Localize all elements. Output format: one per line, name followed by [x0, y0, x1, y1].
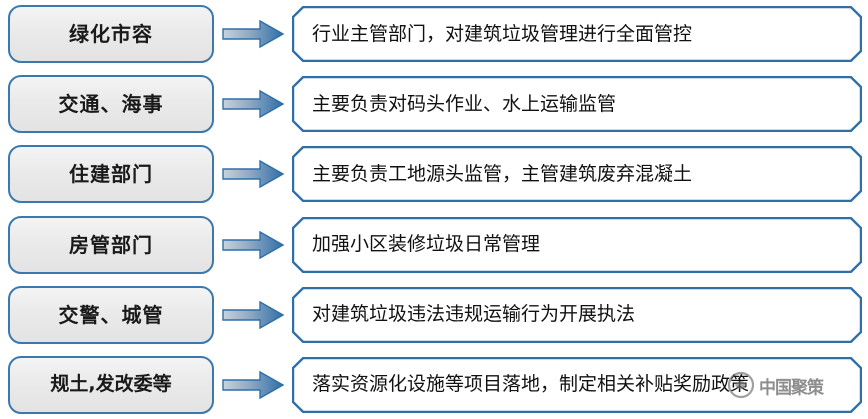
arrow-cell: [214, 159, 292, 189]
right-arrow-icon: [222, 19, 284, 49]
right-arrow-icon: [222, 89, 284, 119]
responsibility-label: 主要负责工地源头监管，主管建筑废弃混凝土: [312, 162, 693, 185]
department-box: 交警、城管: [8, 285, 214, 344]
right-arrow-icon: [222, 370, 284, 400]
arrow-cell: [214, 89, 292, 119]
responsibility-box: 主要负责对码头作业、水上运输监管: [292, 76, 862, 132]
chamfered-box-shape: [292, 217, 862, 273]
responsibility-box: 对建筑垃圾违法违规运输行为开展执法: [292, 287, 862, 343]
responsibility-label: 行业主管部门，对建筑垃圾管理进行全面管控: [312, 22, 693, 45]
responsibility-box: 落实资源化设施等项目落地，制定相关补贴奖励政策: [292, 357, 862, 413]
chamfered-box-shape: [292, 287, 862, 343]
diagram-row: 交通、海事 主要负责对码头作业、水上运输监管: [8, 74, 862, 134]
department-box: 规土,发改委等: [8, 355, 214, 414]
department-label: 房管部门: [69, 232, 153, 257]
responsibility-label: 主要负责对码头作业、水上运输监管: [312, 92, 617, 115]
diagram-row: 房管部门 加强小区装修垃圾日常管理: [8, 215, 862, 275]
department-label: 住建部门: [69, 162, 153, 187]
arrow-cell: [214, 370, 292, 400]
diagram-row: 规土,发改委等 落实资源化设施等项目落地，制定相关补贴奖励政策: [8, 355, 862, 415]
department-box: 房管部门: [8, 215, 214, 274]
responsibility-label: 加强小区装修垃圾日常管理: [312, 233, 541, 256]
responsibility-box: 主要负责工地源头监管，主管建筑废弃混凝土: [292, 146, 862, 202]
department-box: 绿化市容: [8, 5, 214, 63]
right-arrow-icon: [222, 300, 284, 329]
department-label: 规土,发改委等: [50, 373, 172, 396]
department-label: 交警、城管: [58, 302, 164, 327]
chamfered-box-shape: [292, 146, 862, 202]
diagram-row: 绿化市容 行业主管部门，对建筑垃圾管理进行全面管控: [8, 4, 862, 64]
department-label: 交通、海事: [58, 92, 164, 117]
department-box: 住建部门: [8, 145, 214, 204]
arrow-cell: [214, 300, 292, 330]
diagram-row: 交警、城管 对建筑垃圾违法违规运输行为开展执法: [8, 285, 862, 345]
responsibility-label: 落实资源化设施等项目落地，制定相关补贴奖励政策: [312, 373, 750, 396]
right-arrow-icon: [222, 160, 284, 189]
department-box: 交通、海事: [8, 75, 214, 134]
chamfered-box-shape: [292, 76, 862, 132]
responsibility-box: 加强小区装修垃圾日常管理: [292, 217, 862, 273]
chamfered-box-shape: [292, 6, 862, 62]
right-arrow-icon: [222, 230, 284, 259]
arrow-cell: [214, 19, 292, 49]
chamfered-box-shape: [292, 357, 862, 413]
responsibility-box: 行业主管部门，对建筑垃圾管理进行全面管控: [292, 6, 862, 62]
arrow-cell: [214, 230, 292, 260]
department-label: 绿化市容: [69, 22, 153, 46]
diagram-row: 住建部门 主要负责工地源头监管，主管建筑废弃混凝土: [8, 144, 862, 204]
responsibility-label: 对建筑垃圾违法违规运输行为开展执法: [312, 303, 636, 326]
